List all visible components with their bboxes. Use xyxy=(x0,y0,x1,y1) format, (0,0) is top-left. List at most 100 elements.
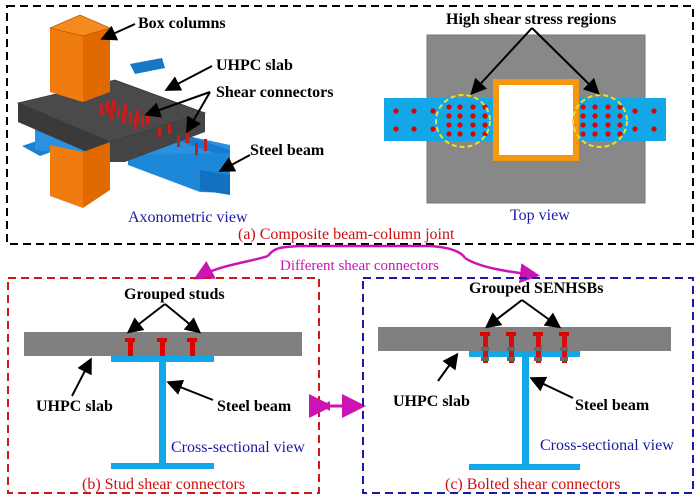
stud-shank xyxy=(190,340,195,356)
panel-c-view-label: Cross-sectional view xyxy=(540,437,674,454)
panel-c-web xyxy=(522,357,529,465)
connector-dot-right xyxy=(605,104,611,110)
panel-b-bottom-flange xyxy=(111,463,214,469)
panel-c-frame xyxy=(362,277,694,494)
top-view-connectors xyxy=(393,104,657,137)
connector-dot-left xyxy=(470,122,476,128)
connector-dot-left xyxy=(470,131,476,137)
panel-c-bolts xyxy=(480,332,569,363)
panel-a-caption: (a) Composite beam-column joint xyxy=(238,226,455,243)
arrow-high-stress-right xyxy=(531,27,600,95)
box-column-upper-side xyxy=(83,28,110,102)
box-column-lower-front xyxy=(50,145,83,208)
axonometric-view: Box columns UHPC slab Shear connectors S… xyxy=(16,14,333,226)
high-stress-region-left xyxy=(435,94,491,148)
connector-dot-left xyxy=(470,104,476,110)
steel-beam-end-web xyxy=(200,170,230,195)
connector-dot-left xyxy=(457,113,463,119)
connector-dot-left xyxy=(482,113,488,119)
link-label: Different shear connectors xyxy=(280,258,439,274)
connector-dot-sparse xyxy=(393,108,399,114)
box-column-lower-side xyxy=(83,142,110,208)
connector-dot-right xyxy=(592,113,598,119)
panel-b-top-flange xyxy=(111,356,214,362)
bolt-nut-upper xyxy=(507,347,515,351)
connector-dot-right xyxy=(617,122,623,128)
bolt-nut-lower xyxy=(507,357,515,361)
connector-dot-right xyxy=(605,122,611,128)
panel-b-studs xyxy=(125,338,197,356)
connector-dot-left xyxy=(446,122,452,128)
panel-c-caption: (c) Bolted shear connectors xyxy=(445,476,620,493)
panel-b-callout-slab: UHPC slab xyxy=(36,398,113,415)
arrow-box-columns xyxy=(100,23,136,41)
panel-c-callout-slab: UHPC slab xyxy=(393,393,470,410)
callout-shear-connectors: Shear connectors xyxy=(216,84,333,101)
connector-dot-right xyxy=(580,104,586,110)
callout-box-columns: Box columns xyxy=(138,15,226,32)
panel-c-arrow-slab xyxy=(437,352,459,382)
callout-uhpc-slab: UHPC slab xyxy=(216,57,293,74)
panel-c-arrow-conn-1 xyxy=(484,299,523,329)
connector-dot-sparse xyxy=(411,126,417,132)
axonometric-shear-connectors xyxy=(100,100,207,155)
panel-a-frame xyxy=(6,5,694,245)
connector-dot-sparse xyxy=(632,126,638,132)
connector-dot-right xyxy=(592,104,598,110)
stud-shank xyxy=(128,340,133,356)
connector-dot-right xyxy=(580,131,586,137)
panel-b-caption: (b) Stud shear connectors xyxy=(82,476,245,493)
axonometric-view-label: Axonometric view xyxy=(128,209,248,226)
stud-shank xyxy=(160,340,165,356)
connector-dot-right xyxy=(605,131,611,137)
arrow-steel-beam xyxy=(218,154,251,172)
arrow-shear-connectors-2 xyxy=(185,91,211,134)
bolt-nut-lower xyxy=(560,357,568,361)
connector-dot-left xyxy=(482,122,488,128)
top-view: High shear stress regions Top view xyxy=(384,11,666,224)
uhpc-slab-right xyxy=(110,113,205,162)
connector-dot-right xyxy=(592,131,598,137)
connector-dot-left xyxy=(457,122,463,128)
connector-dot-left xyxy=(446,131,452,137)
panel-c-callout-beam: Steel beam xyxy=(575,397,650,414)
top-view-label: Top view xyxy=(510,207,570,224)
panel-c-arrow-beam xyxy=(529,376,574,399)
bolt-nut-upper xyxy=(560,347,568,351)
panel-b-arrow-conn-1 xyxy=(126,303,166,334)
connector-dot-right xyxy=(617,131,623,137)
panel-compare-arrow-head-left xyxy=(321,401,330,411)
panel-b-cross-section xyxy=(24,332,302,469)
panel-b-arrow-slab xyxy=(71,357,92,397)
callout-high-shear-stress: High shear stress regions xyxy=(446,11,616,28)
panel-b-frame xyxy=(7,277,320,494)
connector-dot-right xyxy=(617,113,623,119)
panel-c-callout-connectors: Grouped SENHSBs xyxy=(469,280,603,297)
arrow-uhpc-slab xyxy=(164,65,213,91)
panel-c-top-flange xyxy=(469,351,580,357)
link-arrow-left xyxy=(193,254,269,280)
panel-c-bottom-flange xyxy=(469,464,580,470)
connector-dot-right xyxy=(580,122,586,128)
panel-b-arrow-conn-2 xyxy=(164,303,202,334)
box-column-upper-front xyxy=(50,28,83,102)
panel-b-view-label: Cross-sectional view xyxy=(171,439,305,456)
connector-dot-right xyxy=(592,122,598,128)
panel-c-arrow-conn-2 xyxy=(521,299,562,329)
connector-dot-right xyxy=(580,113,586,119)
link-bracket-left xyxy=(266,244,467,259)
top-view-column xyxy=(493,79,579,161)
connector-dot-left xyxy=(457,131,463,137)
bolt-nut-lower xyxy=(481,357,489,361)
connector-dot-right xyxy=(605,113,611,119)
uhpc-slab-front xyxy=(18,103,110,162)
connector-dot-sparse xyxy=(632,108,638,114)
panel-c-cross-section xyxy=(378,327,671,470)
arrow-shear-connectors-1 xyxy=(144,91,211,118)
steel-beam-back-flange xyxy=(130,58,165,74)
callout-steel-beam: Steel beam xyxy=(250,142,325,159)
bolt-nut-lower xyxy=(534,357,542,361)
arrow-high-stress-left xyxy=(470,27,533,95)
connector-dot-sparse xyxy=(430,108,436,114)
connector-dot-left xyxy=(446,113,452,119)
